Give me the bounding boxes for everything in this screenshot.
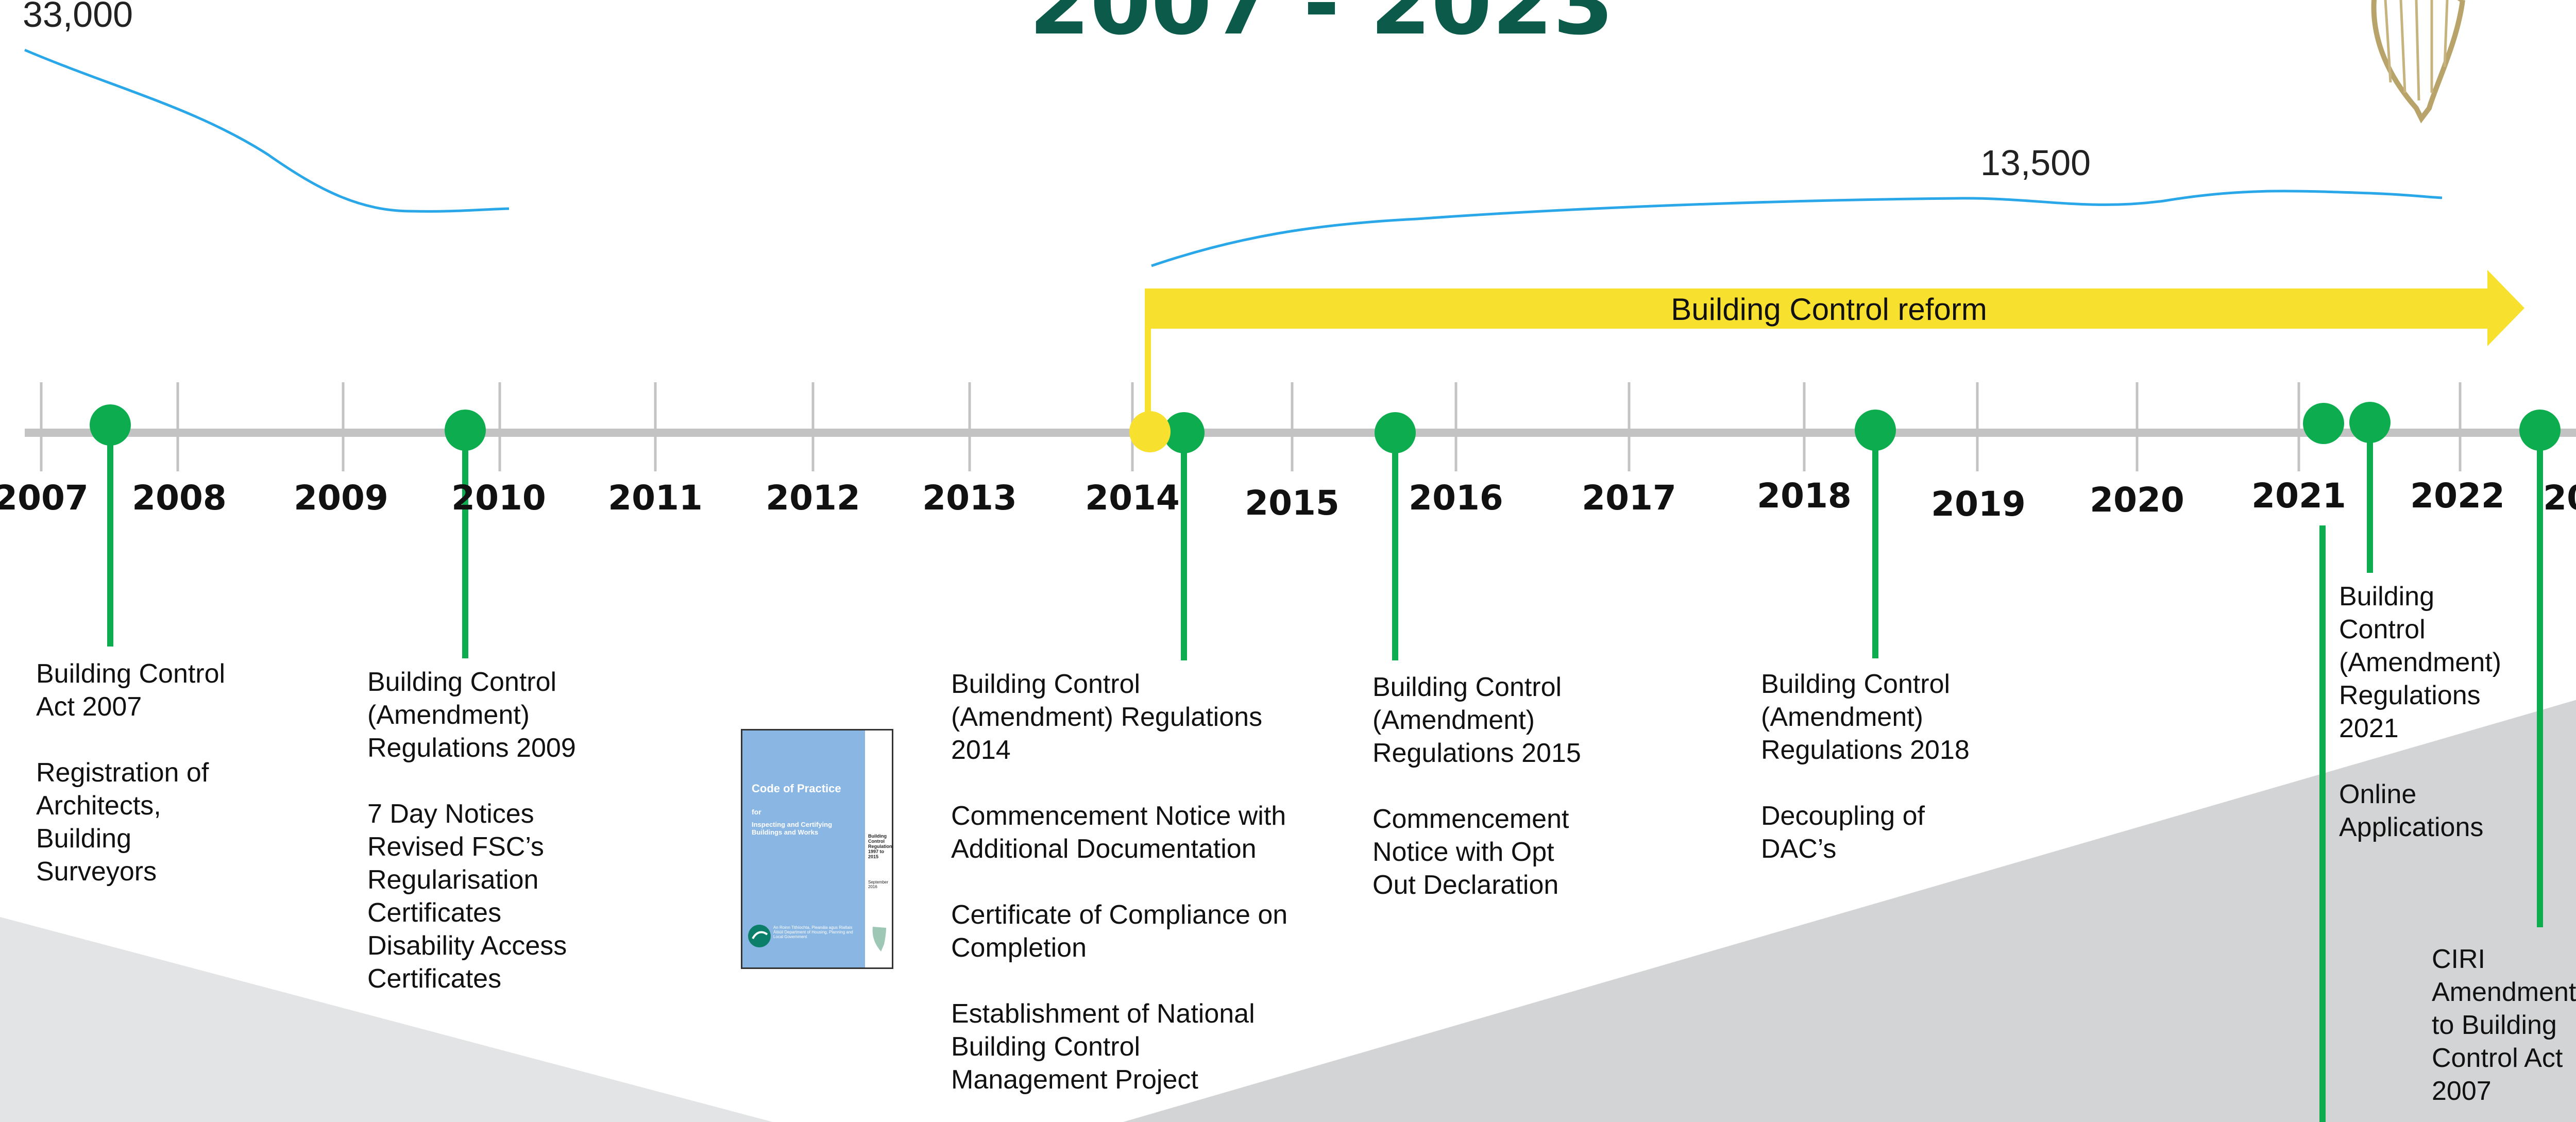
cover-for: for (752, 808, 761, 816)
year-label: 2015 (1245, 483, 1340, 523)
year-label: 2007 (0, 478, 89, 518)
event-dot (2349, 402, 2391, 443)
event-title: Building Control (Amendment) Regulations… (951, 669, 1263, 765)
event-dot (90, 404, 131, 446)
event-title: Building Control Act 2007 (36, 659, 226, 722)
year-label: 2021 (2251, 476, 2346, 516)
event-dot (1855, 410, 1896, 451)
event-regs-2021: Building Control (Amendment) Regulations… (2339, 580, 2501, 844)
year-label: 2018 (1757, 476, 1852, 516)
event-regs-2009: Building Control (Amendment) Regulations… (367, 666, 576, 995)
reform-banner-label: Building Control reform (1671, 292, 1987, 327)
reform-arrow (1148, 270, 2524, 346)
trend-line-reform (1151, 190, 2443, 267)
harp-logo-icon (2371, 0, 2465, 124)
department-logo-icon (748, 925, 771, 947)
event-ciri-2023: CIRI Amendments to Building Control Act … (2432, 943, 2576, 1108)
year-label: 2013 (922, 478, 1017, 518)
event-title: CIRI Amendments to Building Control Act … (2432, 944, 2576, 1106)
year-label: 2011 (608, 478, 703, 518)
event-title: Building Control (Amendment) Regulations… (2339, 582, 2501, 743)
event-dot (2519, 410, 2561, 451)
year-label: 2020 (2090, 480, 2184, 520)
event-detail: 7 Day Notices Revised FSC’s Regularisati… (367, 799, 567, 994)
count-start: 33,000 (23, 0, 133, 35)
event-detail: Online Applications (2339, 779, 2484, 842)
event-title: Building Control (Amendment) Regulations… (1372, 672, 1581, 768)
event-dot (1163, 412, 1205, 453)
event-dot (1375, 412, 1416, 453)
reform-start-marker (1129, 411, 1171, 452)
cover-date: September 2016 (868, 880, 889, 889)
event-regs-2015: Building Control (Amendment) Regulations… (1372, 671, 1581, 902)
axis-ticks (40, 382, 2462, 471)
year-label: 2017 (1582, 478, 1676, 518)
event-regs-2018: Building Control (Amendment) Regulations… (1761, 668, 1970, 865)
cover-harp-icon (872, 927, 886, 951)
trend-line-early (24, 48, 510, 213)
reform-arrow-stem (1145, 288, 1151, 433)
cover-footer-text: An Roinn Tithíochta, Pleanála agus Rialt… (773, 925, 853, 939)
cover-side-title: Building Control Regulations 1997 to 201… (868, 834, 893, 859)
year-label: 2014 (1085, 478, 1180, 518)
event-detail: Commencement Notice with Additional Docu… (951, 801, 1286, 864)
year-label: 2012 (766, 478, 860, 518)
event-title: Building Control (Amendment) Regulations… (367, 667, 576, 763)
cover-heading: Code of Practice (752, 782, 841, 795)
event-regs-2014: Building Control (Amendment) Regulations… (951, 668, 1287, 1096)
event-detail: Decoupling of DAC’s (1761, 801, 1925, 864)
code-of-practice-cover: Code of Practice for Inspecting and Cert… (741, 729, 893, 969)
year-label: 2022 (2410, 476, 2505, 516)
event-dot (2303, 403, 2344, 444)
event-detail: Establishment of National Building Contr… (951, 999, 1255, 1095)
year-label: 2023 (2543, 478, 2576, 518)
year-label: 2019 (1931, 484, 2026, 524)
page-title: 2007 - 2023 (1029, 0, 1614, 55)
event-markers (90, 402, 2561, 1122)
event-title: Building Control (Amendment) Regulations… (1761, 669, 1970, 765)
count-reform-period: 13,500 (1980, 143, 2091, 183)
year-label: 2010 (451, 478, 546, 518)
cover-footer: An Roinn Tithíochta, Pleanála agus Rialt… (742, 906, 865, 967)
background-shape-right (1123, 700, 2576, 1122)
event-detail: Registration of Architects, Building Sur… (36, 758, 209, 887)
event-dot (445, 410, 486, 451)
year-label: 2008 (132, 478, 227, 518)
event-detail: Certificate of Compliance on Completion (951, 900, 1288, 963)
year-label: 2009 (294, 478, 388, 518)
cover-panel: Code of Practice for Inspecting and Cert… (742, 730, 865, 906)
cover-subtitle: Inspecting and Certifying Buildings and … (752, 821, 833, 836)
background-shape-left (0, 917, 773, 1122)
year-label: 2016 (1409, 478, 1503, 518)
event-act-2007: Building Control Act 2007 Registration o… (36, 657, 225, 888)
event-detail: Commencement Notice with Opt Out Declara… (1372, 804, 1569, 900)
